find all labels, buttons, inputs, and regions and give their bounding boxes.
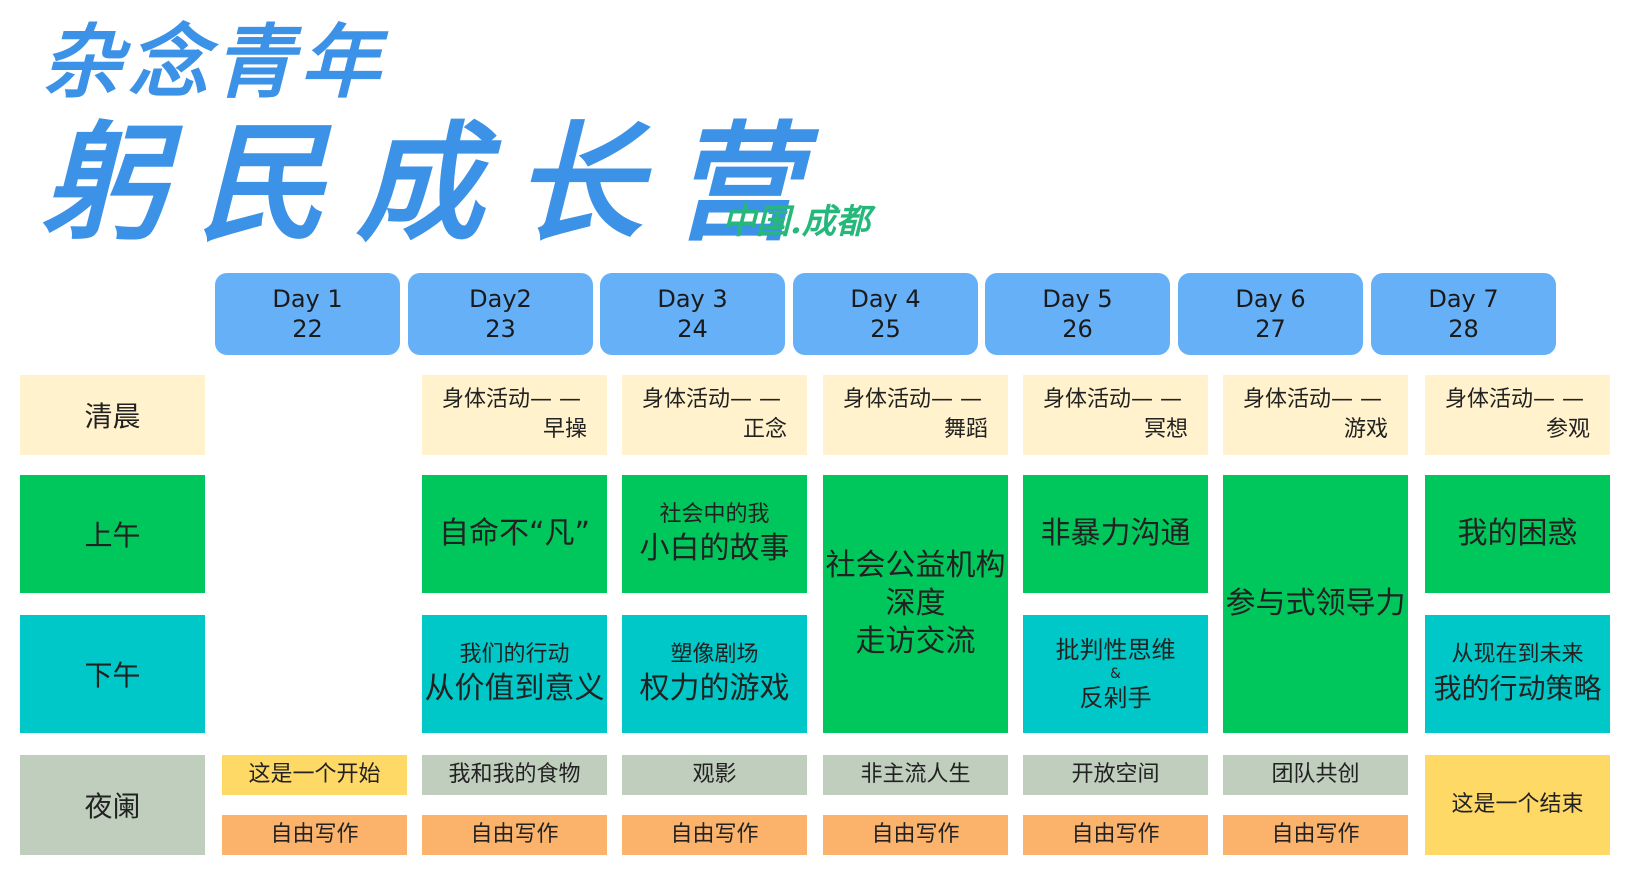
row-label-forenoon: 上午 <box>20 475 205 593</box>
session-title-line: 社会公益机构 <box>825 548 1006 583</box>
day-date: 26 <box>1062 315 1093 343</box>
free-writing-day4: 自由写作 <box>823 815 1008 855</box>
morning-activity-type: 舞蹈 <box>943 417 988 442</box>
session-title: 自命不“凡” <box>438 516 591 551</box>
row-label-morning: 清晨 <box>20 375 205 455</box>
session-title: 从价值到意义 <box>424 671 605 706</box>
free-writing-day5: 自由写作 <box>1023 815 1208 855</box>
morning-activity-type: 游戏 <box>1343 417 1388 442</box>
day-label: Day 1 <box>272 285 343 313</box>
day-label: Day 6 <box>1235 285 1306 313</box>
morning-activity: 身体活动— — <box>1043 387 1182 412</box>
free-writing-day3: 自由写作 <box>622 815 807 855</box>
morning-cell-day7: 身体活动— — 参观 <box>1425 375 1610 455</box>
morning-activity-type: 早操 <box>542 417 587 442</box>
session-subtitle: 塑像剧场 <box>670 642 759 667</box>
morning-cell-day2: 身体活动— — 早操 <box>422 375 607 455</box>
morning-activity-type: 参观 <box>1545 417 1590 442</box>
location-label: 中国.成都 <box>722 202 870 242</box>
free-writing-day1: 自由写作 <box>222 815 407 855</box>
page-title: 躬民成长营 <box>40 109 831 259</box>
free-writing-day2: 自由写作 <box>422 815 607 855</box>
morning-cell-day6: 身体活动— — 游戏 <box>1223 375 1408 455</box>
night-activity-day7: 这是一个结束 <box>1425 755 1610 855</box>
morning-activity: 身体活动— — <box>1445 387 1584 412</box>
session-subtitle: 我们的行动 <box>459 642 570 667</box>
morning-activity: 身体活动— — <box>1243 387 1382 412</box>
free-writing-day6: 自由写作 <box>1223 815 1408 855</box>
session-title-line: 走访交流 <box>855 624 976 659</box>
row-label-night: 夜阑 <box>20 755 205 855</box>
day-date: 24 <box>677 315 708 343</box>
ampersand: & <box>1110 666 1121 682</box>
morning-activity-type: 冥想 <box>1143 417 1188 442</box>
night-activity-day2: 我和我的食物 <box>422 755 607 795</box>
morning-cell-day4: 身体活动— — 舞蹈 <box>823 375 1008 455</box>
session-title: 小白的故事 <box>639 531 790 566</box>
day-label: Day 5 <box>1042 285 1113 313</box>
forenoon-cell-day3: 社会中的我小白的故事 <box>622 475 807 593</box>
session-title: 参与式领导力 <box>1225 586 1406 621</box>
day-label: Day 4 <box>850 285 921 313</box>
day-label: Day 7 <box>1428 285 1499 313</box>
forenoon-cell-day5: 非暴力沟通 <box>1023 475 1208 593</box>
title-top: 杂念青年 <box>42 15 386 109</box>
night-activity-day5: 开放空间 <box>1023 755 1208 795</box>
night-activity-day6: 团队共创 <box>1223 755 1408 795</box>
session-title-line: 深度 <box>885 586 946 621</box>
session-title: 我的行动策略 <box>1433 672 1602 705</box>
session-title: 权力的游戏 <box>639 671 790 706</box>
day-label: Day2 <box>469 285 532 313</box>
day-date: 27 <box>1255 315 1286 343</box>
afternoon-cell-day7: 从现在到未来我的行动策略 <box>1425 615 1610 733</box>
afternoon-cell-day5: 批判性思维 & 反剁手 <box>1023 615 1208 733</box>
forenoon-cell-day2: 自命不“凡” <box>422 475 607 593</box>
row-label-afternoon: 下午 <box>20 615 205 733</box>
afternoon-cell-day3: 塑像剧场权力的游戏 <box>622 615 807 733</box>
night-activity-day3: 观影 <box>622 755 807 795</box>
fullday-cell-day6: 参与式领导力 <box>1223 475 1408 733</box>
morning-activity: 身体活动— — <box>642 387 781 412</box>
day-date: 25 <box>870 315 901 343</box>
session-subtitle: 从现在到未来 <box>1451 642 1584 667</box>
morning-activity: 身体活动— — <box>442 387 581 412</box>
fullday-cell-day4: 社会公益机构深度走访交流 <box>823 475 1008 733</box>
morning-activity-type: 正念 <box>742 417 787 442</box>
session-title-line: 反剁手 <box>1079 684 1152 712</box>
night-activity-day4: 非主流人生 <box>823 755 1008 795</box>
session-title: 我的困惑 <box>1457 516 1578 551</box>
session-title: 非暴力沟通 <box>1040 516 1191 551</box>
session-subtitle: 社会中的我 <box>659 502 770 527</box>
forenoon-cell-day7: 我的困惑 <box>1425 475 1610 593</box>
day-label: Day 3 <box>657 285 728 313</box>
day-date: 23 <box>485 315 516 343</box>
morning-cell-day5: 身体活动— — 冥想 <box>1023 375 1208 455</box>
morning-activity: 身体活动— — <box>843 387 982 412</box>
night-activity-day1: 这是一个开始 <box>222 755 407 795</box>
afternoon-cell-day2: 我们的行动从价值到意义 <box>422 615 607 733</box>
day-date: 28 <box>1448 315 1479 343</box>
morning-cell-day3: 身体活动— — 正念 <box>622 375 807 455</box>
session-title-line: 批判性思维 <box>1055 636 1176 664</box>
day-date: 22 <box>292 315 323 343</box>
